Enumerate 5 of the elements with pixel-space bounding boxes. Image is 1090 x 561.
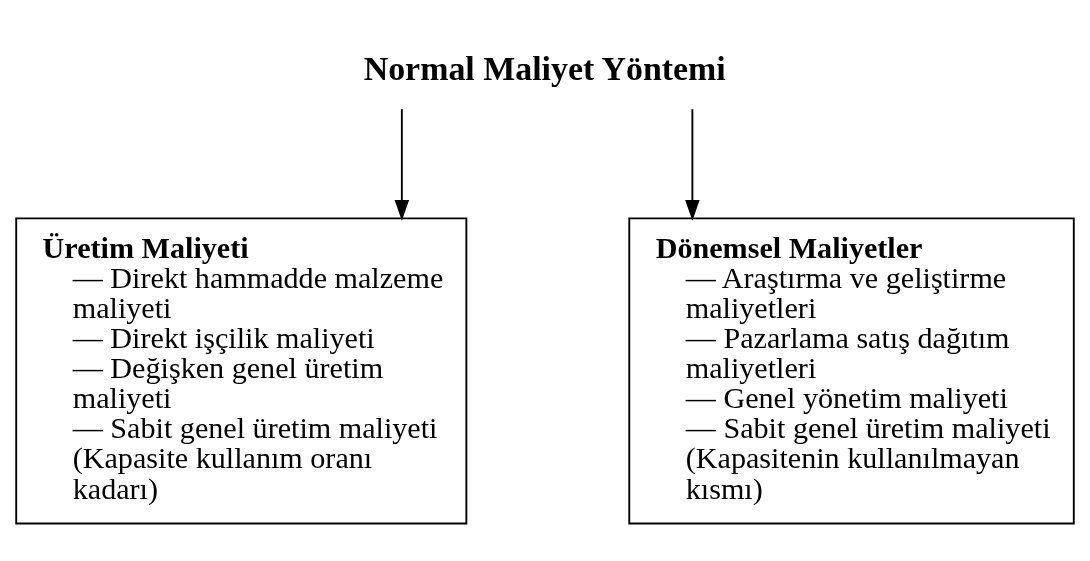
node-text: Normal Maliyet Yöntemi — [363, 49, 726, 87]
node-box: Dönemsel Maliyetler — Araştırma ve geliştirme maliyetleri — Pazarlama satış dağıtım maliyetleri — Genel yönetim maliyeti — Sabit genel üretim maliyeti (Kapasitenin kullanılmayan kısmı) — [628, 217, 1075, 525]
arrow — [394, 108, 410, 221]
arrow — [685, 108, 700, 221]
node-box: Üretim Maliyeti — Direkt hammadde malzeme maliyeti — Direkt işçilik maliyeti — Değişken genel üretim maliyeti — Sabit genel üretim maliyeti (Kapasite kullanım oranı kadarı) — [15, 217, 468, 525]
